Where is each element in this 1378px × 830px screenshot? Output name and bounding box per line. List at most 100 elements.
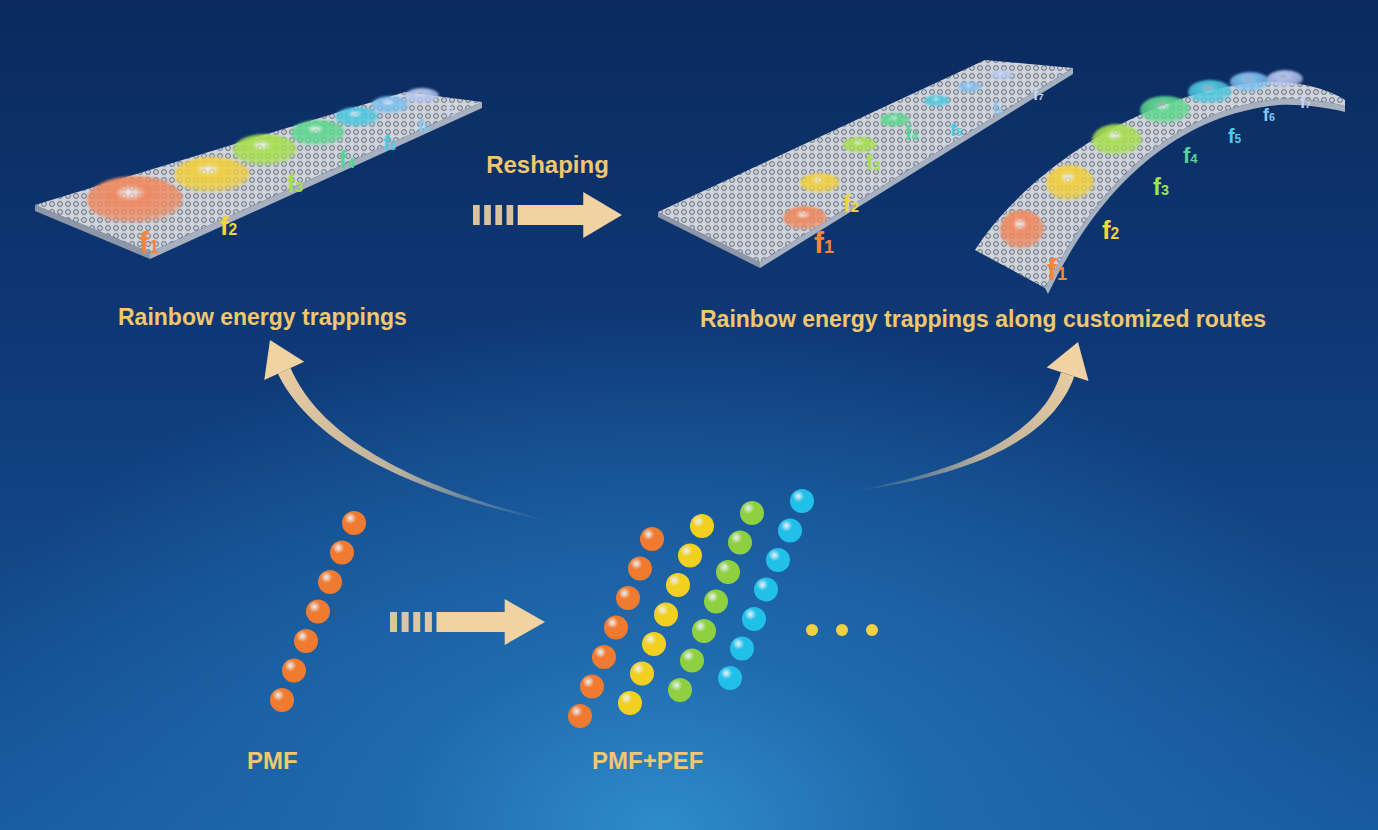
label-holder: f1 — [139, 228, 159, 258]
particle-dot — [668, 678, 692, 702]
label-holder: f6 — [993, 100, 1004, 118]
particle-dot — [270, 688, 294, 712]
particle-group: PMF — [235, 500, 390, 790]
label-holder: f7 — [446, 102, 457, 120]
frequency-label: f3 — [866, 152, 881, 174]
label-holder: f7 — [1033, 86, 1044, 104]
particle-dot — [568, 704, 592, 728]
particle-dot — [730, 637, 754, 661]
caption-node: Rainbow energy trappings along customize… — [622, 50, 1362, 342]
plate-top — [975, 82, 1345, 288]
frequency-label: f7 — [446, 103, 457, 119]
label-holder: f2 — [1102, 218, 1119, 244]
energy-blob — [991, 70, 1013, 80]
particle-dot — [704, 590, 728, 614]
particle-dots — [270, 489, 878, 728]
label-holder: f5 — [950, 122, 962, 140]
label-holder: f5 — [383, 134, 396, 154]
label-holder: f5 — [1228, 127, 1241, 147]
frequency-label: f1 — [1047, 255, 1067, 285]
ellipsis-dot — [806, 624, 818, 636]
caption-text: Rainbow energy trappings along customize… — [700, 306, 1266, 334]
frequency-label: f5 — [1228, 127, 1241, 147]
particle-dot — [640, 527, 664, 551]
energy-blob — [335, 107, 379, 127]
frequency-label: f6 — [993, 101, 1004, 117]
caption-node: Rainbow energy trappings — [30, 80, 473, 340]
particle-dot — [666, 573, 690, 597]
metasurface-plate — [35, 92, 482, 259]
frequency-label: f4 — [905, 124, 918, 144]
particle-dot — [642, 632, 666, 656]
particle-group: PMF+PEF — [545, 490, 890, 790]
energy-blob — [924, 95, 950, 107]
metasurface-plate — [658, 60, 1073, 268]
ellipsis-dot — [836, 624, 848, 636]
frequency-label: f5 — [383, 134, 396, 154]
particle-dot — [754, 578, 778, 602]
label-holder: f3 — [866, 152, 881, 174]
energy-blob — [1188, 80, 1232, 104]
group-label: PMF+PEF — [592, 747, 703, 776]
label-holder: f7 — [1300, 94, 1311, 112]
particle-dot — [628, 557, 652, 581]
particle-dot — [580, 675, 604, 699]
ellipsis-dot — [866, 624, 878, 636]
frequency-label: f6 — [418, 118, 430, 136]
particle-dot — [630, 662, 654, 686]
particle-dot — [692, 619, 716, 643]
particle-dot — [318, 570, 342, 594]
label-holder: f1 — [1047, 255, 1067, 285]
label-holder: f6 — [1263, 107, 1275, 125]
frequency-label: f5 — [950, 122, 962, 140]
label-holder: f2 — [843, 192, 859, 216]
particle-dot — [778, 519, 802, 543]
frequency-label: f4 — [339, 148, 355, 172]
plate-top — [35, 92, 482, 252]
block-arrow — [473, 192, 622, 238]
frequency-label: f2 — [843, 192, 859, 216]
frequency-label: f3 — [287, 172, 303, 196]
particle-dot — [680, 649, 704, 673]
energy-blob — [1000, 210, 1044, 250]
energy-blob — [371, 96, 409, 114]
particle-dot — [330, 541, 354, 565]
label-holder: f6 — [418, 118, 430, 136]
label-holder: f1 — [814, 228, 834, 258]
energy-blob — [1230, 72, 1270, 92]
frequency-label: f3 — [1153, 175, 1169, 199]
particle-dot — [718, 666, 742, 690]
curved-metasurface-plate — [975, 82, 1345, 294]
energy-blob — [1140, 96, 1190, 124]
frequency-label: f2 — [1102, 218, 1119, 244]
frequency-label: f1 — [139, 228, 159, 258]
label-holder: f4 — [339, 148, 355, 172]
energy-blob — [291, 120, 345, 146]
particle-dot — [282, 659, 306, 683]
label-holder: Reshaping — [486, 151, 609, 179]
frequency-label: f4 — [1183, 145, 1198, 167]
frequency-label: f7 — [1033, 87, 1044, 103]
curved-arrow — [264, 340, 545, 521]
energy-blobs — [87, 70, 1303, 250]
frequency-label: f2 — [220, 214, 237, 240]
frequency-label: f6 — [1263, 107, 1275, 125]
particle-dot — [592, 645, 616, 669]
particle-dot — [678, 544, 702, 568]
label-holder: f3 — [1153, 175, 1169, 199]
label-holder: f4 — [1183, 145, 1198, 167]
particle-dot — [342, 511, 366, 535]
energy-blob — [174, 157, 250, 193]
label-holder: f4 — [905, 124, 918, 144]
particle-dot — [690, 514, 714, 538]
particle-dot — [742, 607, 766, 631]
label-holder: f3 — [287, 172, 303, 196]
particle-dot — [616, 586, 640, 610]
plate-side — [150, 102, 482, 259]
caption-text: Rainbow energy trappings — [118, 304, 407, 332]
energy-blob — [1046, 165, 1094, 201]
energy-blob — [800, 173, 840, 193]
